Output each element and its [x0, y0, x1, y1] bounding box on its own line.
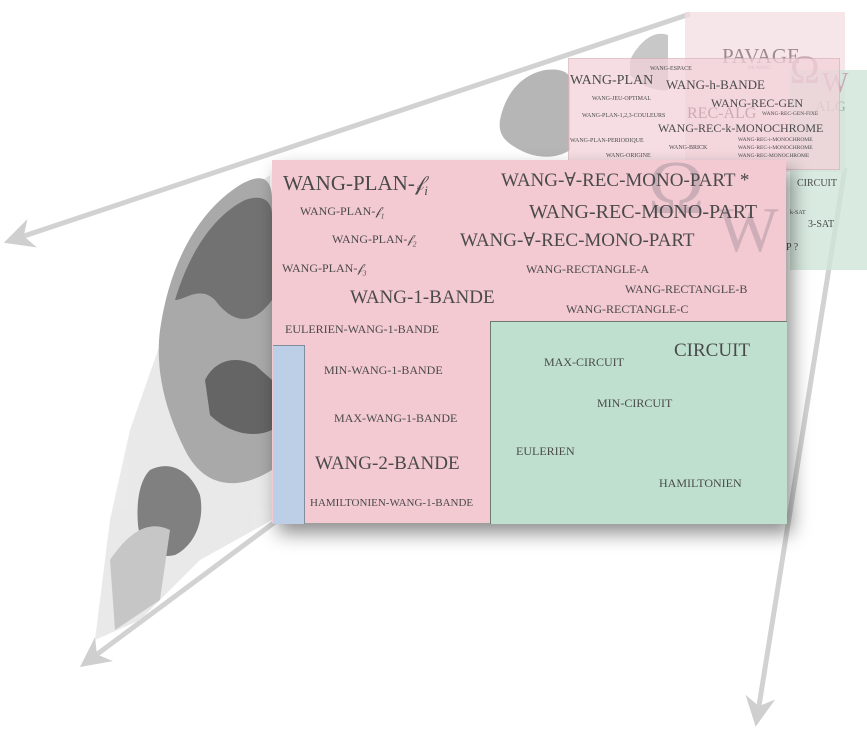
omega-symbol-front: Ω [648, 146, 705, 230]
wang-rec-gen-fixe-label: WANG-REC-GEN-FIXE [762, 111, 819, 117]
wang-brick-label: WANG-BRICK [669, 145, 708, 151]
wang-rectangle-b-label: WANG-RECTANGLE-B [625, 282, 748, 296]
circuit-back-label: CIRCUIT [797, 178, 837, 189]
wang-rectangle-a-label: WANG-RECTANGLE-A [526, 262, 650, 276]
wang-rec-i-mono-label: WANG-REC-i-MONOCHROME [738, 137, 813, 143]
wang-forall-rec-mono-part-star-label: WANG-∀-REC-MONO-PART * [501, 170, 750, 191]
wang-rec-mono3-label: WANG-REC-MONOCHROME [738, 153, 810, 159]
wang-plan-label: WANG-PLAN [570, 73, 654, 88]
back-panel-wang-plan [568, 58, 840, 170]
wang-1-bande-label: WANG-1-BANDE [350, 287, 495, 308]
eulerien-label: EULERIEN [516, 444, 575, 458]
wang-jeu-optimal-label: WANG-JEU-OPTIMAL [592, 96, 651, 102]
wang-rec-gen-label: WANG-REC-GEN [711, 96, 803, 110]
wang-origine-label: WANG-ORIGINE [606, 153, 651, 159]
blue-strip [273, 345, 305, 524]
arrow-top-left [3, 11, 691, 248]
wang-plan-fi-sub: i [424, 183, 428, 199]
wang-plan-fi-text: WANG-PLAN-𝒻 [283, 171, 425, 195]
hamiltonien-label: HAMILTONIEN [659, 476, 742, 490]
wang-forall-rec-mono-part-label: WANG-∀-REC-MONO-PART [460, 230, 695, 251]
circuit-region [490, 321, 787, 524]
wang-plan-f2-text: WANG-PLAN-𝒻 [332, 232, 413, 246]
wang-plan-f2-label: WANG-PLAN-𝒻2 [332, 233, 416, 248]
arrow-bottom-left [79, 519, 277, 667]
wang-rec-mono2-label: WANG-REC-i-MONOCHROME [738, 145, 813, 151]
wang-plan-f3-text: WANG-PLAN-𝒻 [282, 261, 363, 275]
wang-plan-f1-sub: 1 [380, 211, 385, 221]
hamiltonien-wang-1-bande-label: HAMILTONIEN-WANG-1-BANDE [310, 497, 474, 509]
wang-plan-f3-label: WANG-PLAN-𝒻3 [282, 262, 366, 277]
wang-plan-f1-text: WANG-PLAN-𝒻 [300, 204, 381, 218]
wang-h-bande-label: WANG-h-BANDE [666, 77, 765, 92]
wang-plan-fi-label: WANG-PLAN-𝒻i [283, 171, 428, 199]
min-circuit-label: MIN-CIRCUIT [597, 396, 673, 410]
max-wang-1-bande-label: MAX-WANG-1-BANDE [334, 411, 458, 425]
k-sat-label: k-SAT [790, 210, 806, 216]
wang-plan-f1-label: WANG-PLAN-𝒻1 [300, 205, 384, 220]
wang-plan-f3-sub: 3 [362, 268, 367, 278]
wang-rec-mono-part-label: WANG-REC-MONO-PART [529, 201, 758, 223]
wang-espace-label: WANG-ESPACE [650, 66, 692, 72]
wang-plan-periodique-label: WANG-PLAN-PERIODIQUE [570, 138, 644, 144]
min-wang-1-bande-label: MIN-WANG-1-BANDE [324, 363, 443, 377]
p-question-label: P ? [786, 242, 799, 253]
wang-2-bande-label: WANG-2-BANDE [315, 453, 460, 474]
wang-plan-f2-sub: 2 [412, 239, 417, 249]
three-sat-label: 3-SAT [808, 219, 835, 230]
rec-alg-label: REC-ALG [687, 105, 757, 122]
max-circuit-label: MAX-CIRCUIT [544, 355, 624, 369]
eulerien-wang-1-bande-label: EULERIEN-WANG-1-BANDE [285, 322, 439, 336]
wang-rec-k-mono-label: WANG-REC-k-MONOCHROME [658, 121, 824, 135]
wang-rectangle-c-label: WANG-RECTANGLE-C [566, 302, 689, 316]
wang-plan-123-label: WANG-PLAN-1,2,3-COULEURS [582, 113, 666, 119]
circuit-label: CIRCUIT [674, 340, 750, 361]
w-symbol-front: W [718, 194, 779, 265]
